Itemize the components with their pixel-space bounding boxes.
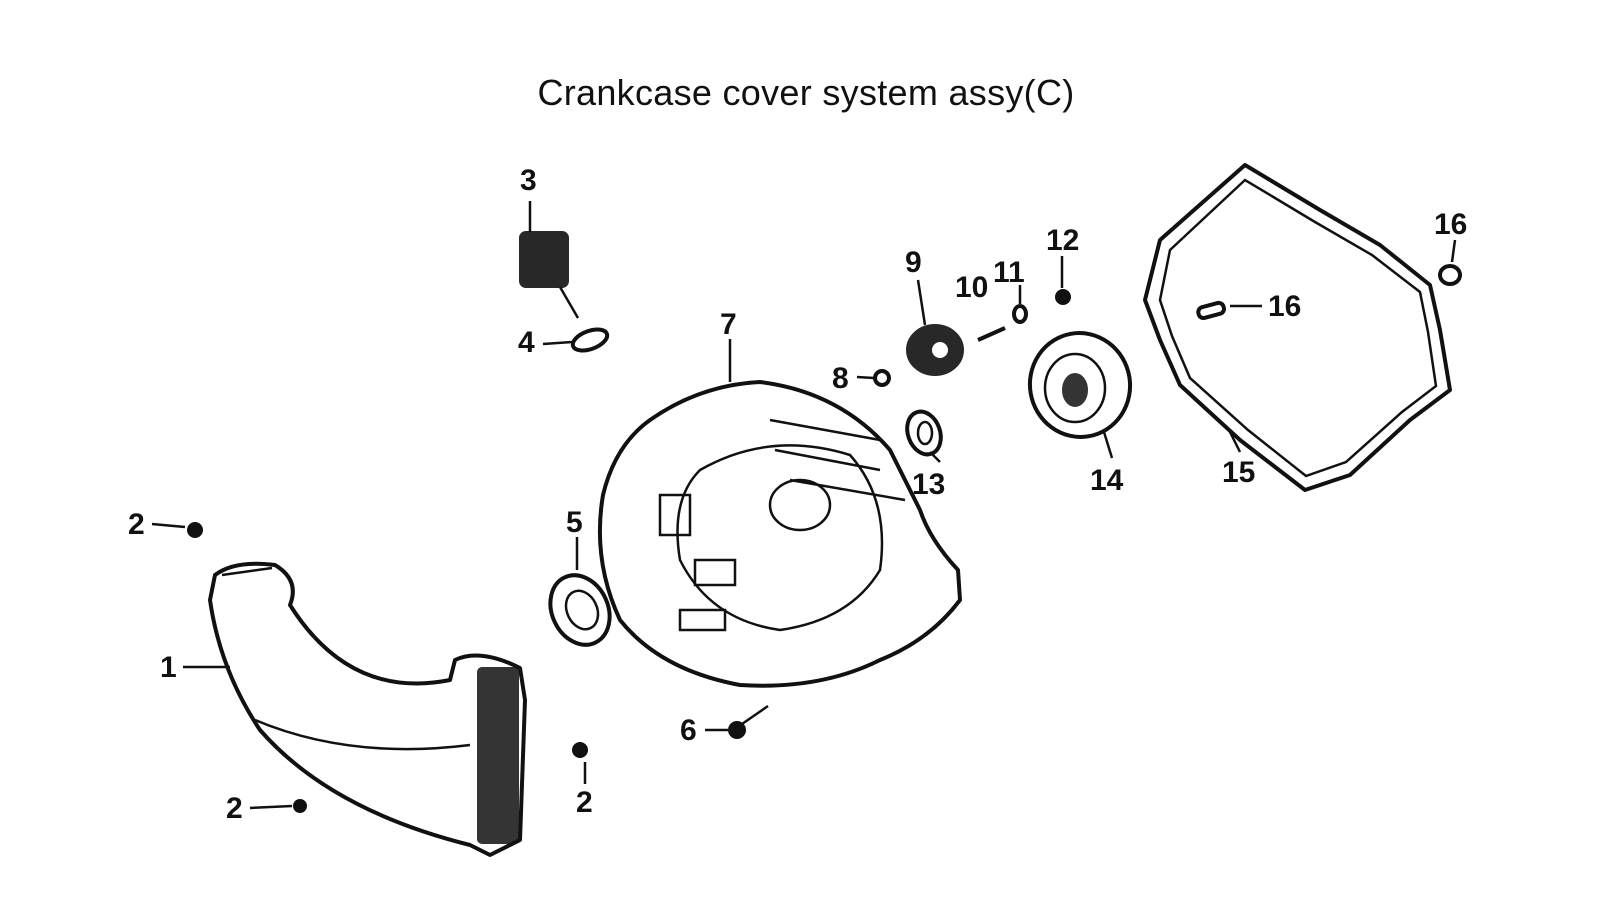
part-16-dowel-pin-left — [1196, 300, 1226, 321]
part-3-oil-sensor — [519, 231, 580, 319]
part-15-gasket — [1143, 163, 1452, 492]
callout-5: 5 — [566, 506, 583, 539]
callout-12: 12 — [1046, 224, 1079, 257]
callout-16-right: 16 — [1434, 208, 1467, 241]
callout-9: 9 — [905, 246, 922, 279]
callout-11: 11 — [993, 256, 1025, 289]
part-1-air-guide — [208, 561, 527, 857]
part-4-o-ring — [570, 327, 610, 353]
callout-4: 4 — [518, 326, 535, 359]
callout-13: 13 — [912, 468, 945, 501]
part-12-plug — [1055, 289, 1071, 305]
callout-14: 14 — [1090, 464, 1124, 497]
part-8-washer — [873, 369, 891, 387]
part-9-governor-gear — [906, 324, 964, 376]
callout-6: 6 — [680, 714, 697, 747]
callout-15: 15 — [1222, 456, 1255, 489]
callout-1: 1 — [160, 651, 177, 684]
diagram-title: Crankcase cover system assy(C) — [537, 72, 1075, 113]
part-2-screw-upper-left — [187, 522, 203, 538]
callout-2-lower-right: 2 — [576, 786, 593, 819]
part-2-screw-lower-left — [293, 799, 307, 813]
part-14-bearing — [1027, 331, 1133, 439]
callout-10: 10 — [955, 271, 988, 304]
part-2-screw-lower-right — [572, 742, 588, 758]
callout-2-lower-left: 2 — [226, 792, 243, 825]
part-16-dowel-pin-right — [1438, 264, 1462, 286]
part-5-oil-seal — [548, 573, 612, 647]
leader-lines — [151, 201, 1457, 810]
part-10-pin — [977, 326, 1006, 342]
callout-7: 7 — [720, 308, 737, 341]
callout-2-upper-left: 2 — [128, 508, 145, 541]
callout-3: 3 — [520, 164, 537, 197]
part-6-bolt — [728, 704, 769, 739]
callout-8: 8 — [832, 362, 849, 395]
callout-16-gasket-pin: 16 — [1268, 290, 1301, 323]
part-13-seal — [905, 409, 943, 457]
part-7-crankcase-cover — [597, 380, 962, 688]
part-11-clip — [1012, 304, 1028, 324]
